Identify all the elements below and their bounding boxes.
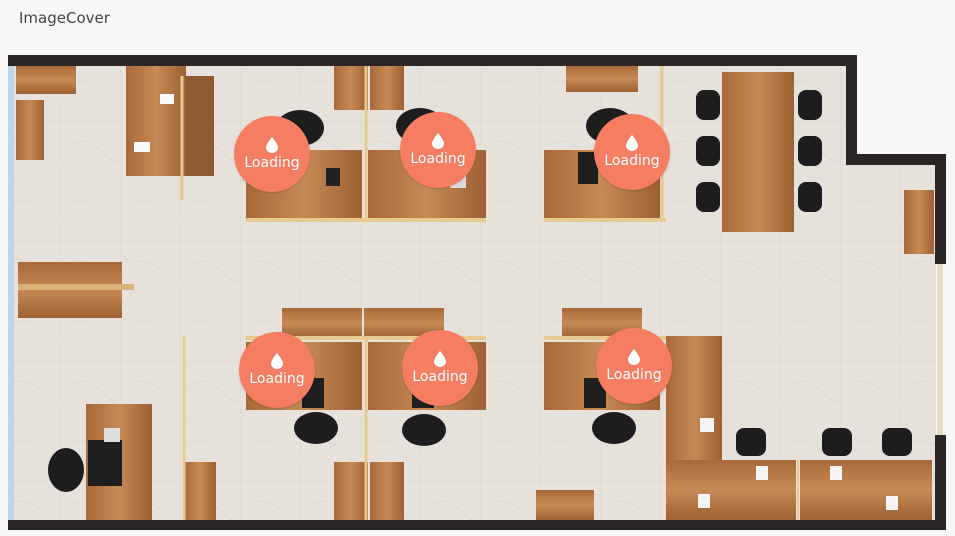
marker-label: Loading xyxy=(412,369,468,385)
meeting-table xyxy=(722,72,794,232)
marker-label: Loading xyxy=(604,153,660,169)
loading-marker[interactable]: Loading xyxy=(594,114,670,190)
droplet-icon xyxy=(266,137,278,153)
page-title: ImageCover xyxy=(19,9,110,27)
loading-marker[interactable]: Loading xyxy=(596,328,672,404)
cabinets xyxy=(16,66,934,520)
loading-marker[interactable]: Loading xyxy=(239,332,315,408)
marker-label: Loading xyxy=(244,155,300,171)
droplet-icon xyxy=(434,351,446,367)
marker-label: Loading xyxy=(606,367,662,383)
marker-label: Loading xyxy=(249,371,305,387)
droplet-icon xyxy=(271,353,283,369)
droplet-icon xyxy=(432,133,444,149)
marker-label: Loading xyxy=(410,151,466,167)
loading-marker[interactable]: Loading xyxy=(400,112,476,188)
meeting-chairs xyxy=(696,90,822,212)
droplet-icon xyxy=(626,135,638,151)
window-left xyxy=(8,66,14,520)
loading-marker[interactable]: Loading xyxy=(234,116,310,192)
loading-marker[interactable]: Loading xyxy=(402,330,478,406)
droplet-icon xyxy=(628,349,640,365)
window-right xyxy=(937,264,943,435)
